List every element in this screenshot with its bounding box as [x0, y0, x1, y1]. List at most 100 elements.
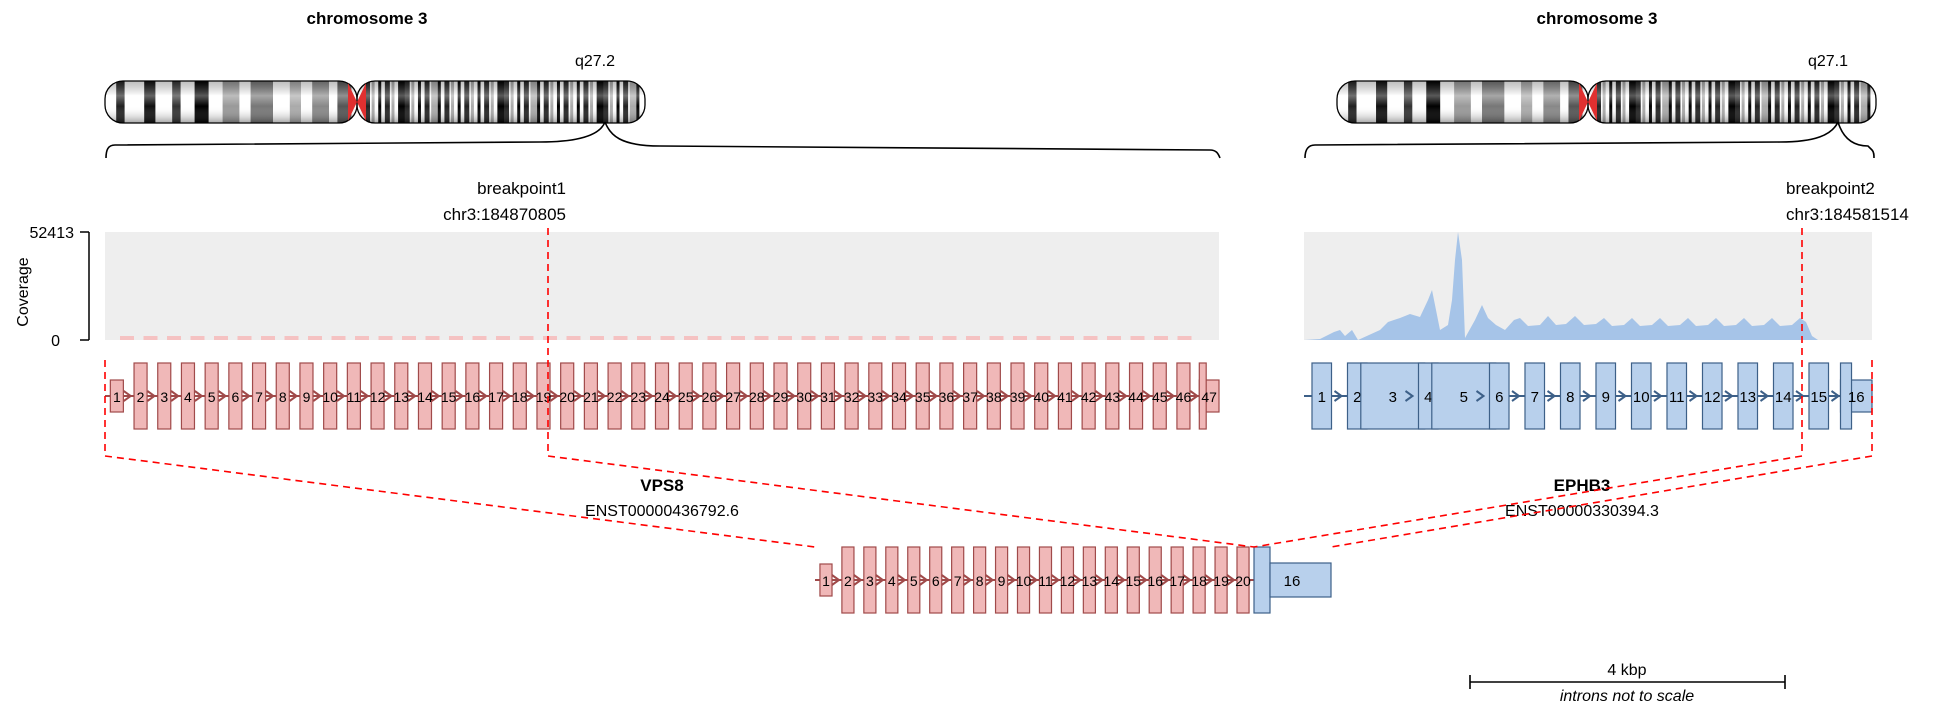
exon-label-14: 14 [1775, 389, 1792, 406]
vps8-gene-name: VPS8 [640, 476, 683, 495]
exon-18 [512, 362, 527, 430]
fusion-ephb3-exon-label: 16 [1284, 573, 1301, 590]
exon-label-12: 12 [370, 389, 386, 405]
right-chromosome-title: chromosome 3 [1537, 9, 1658, 28]
exon-11 [346, 362, 361, 430]
coverage-min-tick: 0 [51, 333, 60, 350]
exon-label-10: 10 [1633, 389, 1650, 406]
exon-11 [1666, 362, 1688, 430]
exon-34 [891, 362, 907, 430]
exon-label-3: 3 [160, 389, 168, 405]
right-chromosome-ideogram [1336, 80, 1877, 124]
exon-9 [994, 546, 1009, 614]
exon-label-22: 22 [607, 389, 623, 405]
exon-6 [228, 362, 243, 430]
exon-label-5: 5 [208, 389, 216, 405]
exon-19 [536, 362, 551, 430]
right-zoom-connector [1837, 121, 1875, 159]
scale-bar-note: introns not to scale [1560, 688, 1694, 705]
exon-20 [1236, 546, 1250, 614]
exon-2 [133, 362, 148, 430]
exon-label-7: 7 [1531, 389, 1539, 406]
exon-28 [749, 362, 764, 430]
exon-label-41: 41 [1057, 389, 1073, 405]
exon-label-17: 17 [488, 389, 504, 405]
exon-label-11: 11 [1669, 389, 1685, 406]
exon-label-16: 16 [465, 389, 481, 405]
exon-label-13: 13 [1082, 573, 1098, 589]
left-zoom-connector-b [105, 121, 606, 159]
right-zoom-connector-b [1304, 121, 1839, 159]
exon-label-43: 43 [1105, 389, 1121, 405]
exon-label-17: 17 [1169, 573, 1185, 589]
exon-label-26: 26 [702, 389, 718, 405]
exon-label-10: 10 [322, 389, 338, 405]
exon-label-25: 25 [678, 389, 694, 405]
exon-35 [915, 362, 930, 430]
left-coverage-profile [120, 336, 1192, 340]
exon-label-12: 12 [1704, 389, 1721, 406]
exon-label-7: 7 [954, 573, 962, 589]
exon-label-4: 4 [1424, 389, 1432, 406]
exon-label-30: 30 [796, 389, 812, 405]
exon-label-37: 37 [962, 389, 978, 405]
exon-15 [1126, 546, 1140, 614]
exon-29 [773, 362, 788, 430]
exon-14 [417, 362, 433, 430]
left-chromosome-title: chromosome 3 [307, 9, 428, 28]
coverage-axis: 52413 0 Coverage [15, 225, 90, 350]
exon-22 [607, 362, 622, 430]
exon-label-6: 6 [231, 389, 239, 405]
exon-label-20: 20 [559, 389, 575, 405]
exon-label-2: 2 [137, 389, 145, 405]
exon-11 [1038, 546, 1053, 614]
exon-label-23: 23 [631, 389, 647, 405]
exon-label-3: 3 [1389, 389, 1397, 406]
exon-25 [678, 362, 693, 430]
exon-label-4: 4 [888, 573, 896, 589]
exon-label-3: 3 [866, 573, 874, 589]
exon-label-9: 9 [303, 389, 311, 405]
exon-label-5: 5 [910, 573, 918, 589]
exon-label-6: 6 [1495, 389, 1503, 406]
exon-12 [370, 362, 385, 430]
exon-41 [1057, 362, 1073, 430]
exon-26 [702, 362, 717, 430]
left-chromosome-ideogram [104, 80, 646, 124]
exon-17 [488, 362, 504, 430]
scale-bar: 4 kbp introns not to scale [1469, 662, 1786, 705]
vps8-transcript-id: ENST00000436792.6 [585, 503, 739, 520]
breakpoint1-position: chr3:184870805 [443, 205, 566, 224]
exon-17 [1170, 546, 1184, 614]
exon-label-2: 2 [1353, 389, 1361, 406]
exon-24 [654, 362, 670, 430]
exon-label-34: 34 [891, 389, 907, 405]
exon-label-14: 14 [1104, 573, 1120, 589]
exon-label-29: 29 [773, 389, 789, 405]
exon-15 [441, 362, 456, 430]
exon-label-32: 32 [844, 389, 860, 405]
exon-13 [1737, 362, 1759, 430]
exon-label-1: 1 [822, 573, 830, 589]
exon-20 [560, 362, 575, 430]
exon-label-6: 6 [932, 573, 940, 589]
exon-1 [819, 563, 833, 597]
exon-label-8: 8 [976, 573, 984, 589]
exon-label-31: 31 [820, 389, 836, 405]
exon-42 [1081, 362, 1096, 430]
breakpoint2-label: breakpoint2 [1786, 179, 1875, 198]
exon-8 [1559, 362, 1581, 430]
exon-30 [797, 362, 812, 430]
exon-14 [1772, 362, 1794, 430]
exon-7 [1524, 362, 1546, 430]
breakpoint-guides [104, 228, 1873, 548]
ephb3-transcript-id: ENST00000330394.3 [1505, 503, 1659, 520]
exon-label-16: 16 [1147, 573, 1163, 589]
exon-label-19: 19 [536, 389, 552, 405]
exon-label-12: 12 [1060, 573, 1076, 589]
exon-label-18: 18 [512, 389, 528, 405]
exon-33 [868, 362, 883, 430]
